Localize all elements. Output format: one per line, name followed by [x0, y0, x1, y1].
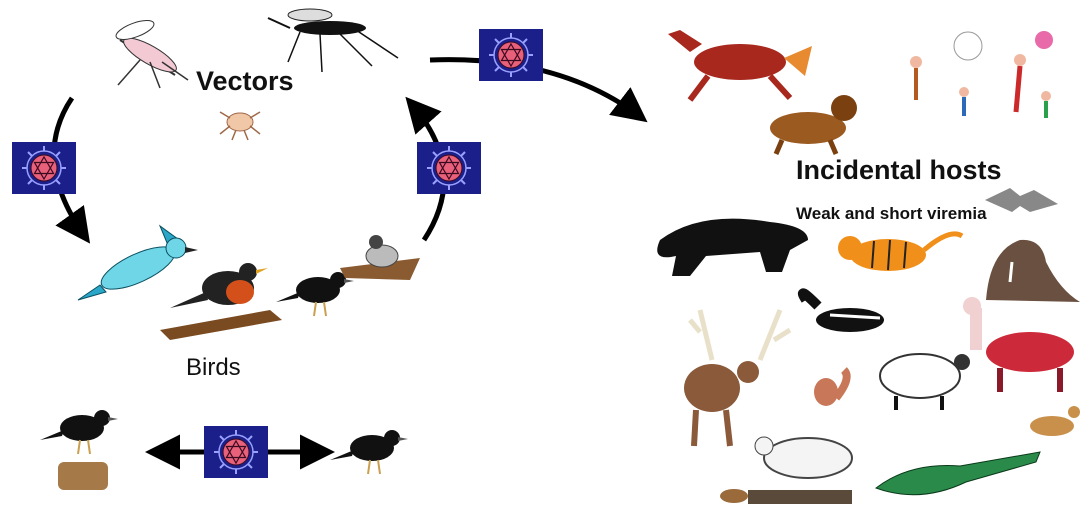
birds-label: Birds: [186, 354, 241, 382]
bear-icon: [657, 219, 808, 276]
incidental-hosts-label: Incidental hosts: [796, 155, 1002, 186]
tiger-icon: [838, 234, 962, 271]
blue-jay-icon: [78, 226, 198, 300]
vectors-label: Vectors: [196, 66, 294, 97]
virus-icon: [204, 426, 268, 478]
virus-icon: [479, 29, 543, 81]
tick-icon: [220, 112, 260, 140]
family-people-icon: [910, 31, 1053, 118]
crow-icon: [330, 430, 408, 474]
caribou-icon: [684, 310, 790, 446]
duck-icon: [1030, 406, 1080, 436]
horse-icon: [668, 30, 812, 100]
virus-icon: [12, 142, 76, 194]
chipmunk-icon: [720, 489, 748, 503]
mountain-goat-icon: [748, 437, 852, 504]
virus-icon: [417, 142, 481, 194]
mosquito-pink-icon: [114, 17, 188, 88]
llama-icon: [963, 297, 1074, 392]
dog-icon: [770, 95, 857, 154]
crow-on-stump-icon: [40, 410, 118, 454]
crow-icon: [276, 272, 354, 316]
squirrel-icon: [814, 370, 847, 406]
walrus-icon: [986, 240, 1080, 302]
crocodile-icon: [876, 452, 1040, 495]
bat-icon: [985, 188, 1058, 212]
sparrow-icon: [340, 235, 420, 280]
tree-stump: [58, 462, 108, 490]
skunk-icon: [803, 293, 884, 332]
viremia-label: Weak and short viremia: [796, 204, 987, 224]
sheep-icon: [880, 354, 970, 410]
robin-icon: [160, 263, 282, 340]
mosquito-black-icon: [268, 9, 398, 72]
